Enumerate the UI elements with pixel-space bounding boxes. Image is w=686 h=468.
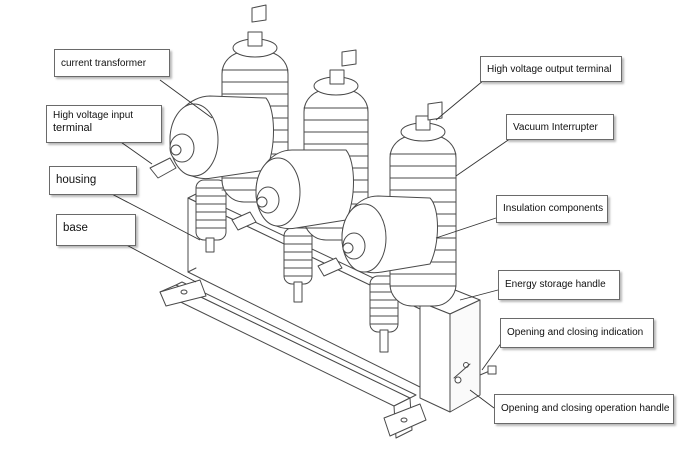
label-insulation-components: Insulation components <box>496 195 608 223</box>
label-opening-closing-handle: Opening and closing operation handle <box>494 394 674 424</box>
label-housing: housing <box>49 166 137 195</box>
label-base: base <box>56 214 136 246</box>
label-hv-output-terminal: High voltage output terminal <box>480 56 622 82</box>
label-current-transformer: current transformer <box>54 49 170 77</box>
pole-3 <box>317 101 457 353</box>
label-opening-closing-indication: Opening and closing indication <box>500 318 654 348</box>
base-rail <box>159 279 427 439</box>
mechanism-box <box>419 287 497 413</box>
label-vacuum-interrupter: Vacuum Interrupter <box>506 114 614 140</box>
pole-2 <box>231 49 369 303</box>
label-hv-input-terminal: High voltage input terminal <box>46 105 162 143</box>
label-energy-storage-handle: Energy storage handle <box>498 270 620 300</box>
